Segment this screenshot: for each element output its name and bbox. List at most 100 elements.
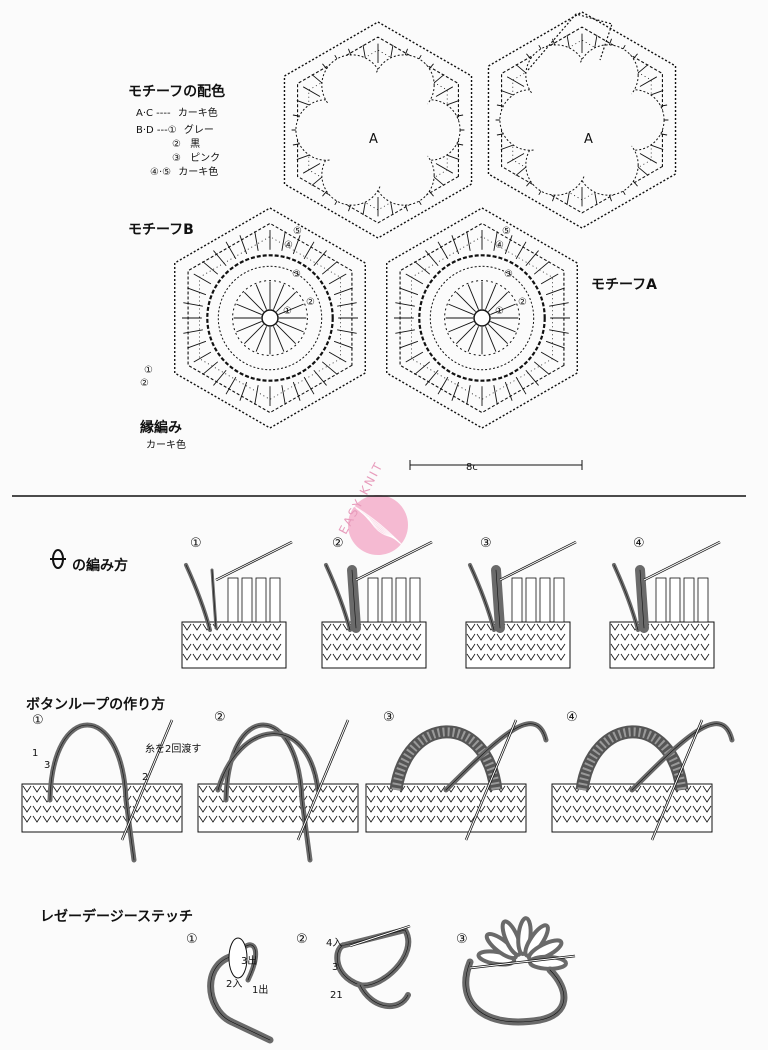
yarn-outline <box>469 564 495 631</box>
knit-stitch <box>640 653 650 661</box>
knit-stitch <box>386 815 396 823</box>
knit-stitch <box>338 815 348 823</box>
stitch-mark <box>225 241 237 260</box>
step-number: ④ <box>633 536 645 551</box>
knit-stitch <box>396 805 406 813</box>
knit-stitch <box>406 795 416 803</box>
knit-stitch <box>142 805 152 813</box>
stitch-mark <box>425 369 439 386</box>
watermark-line <box>363 513 397 540</box>
knit-stitch <box>556 653 566 661</box>
round-ring <box>206 254 334 382</box>
knit-stitch <box>258 795 268 803</box>
knit-stitch <box>592 815 602 823</box>
stitch-mark <box>493 231 498 251</box>
stitch-column <box>367 577 379 623</box>
stitch-column <box>553 577 565 623</box>
knit-stitch <box>102 805 112 813</box>
knit-stitch <box>476 623 486 631</box>
stitch-mark <box>456 324 476 344</box>
knit-stitch <box>182 633 192 641</box>
knit-stitch <box>670 623 680 631</box>
knit-stitch <box>516 643 526 651</box>
knit-stitch <box>406 785 416 793</box>
knit-stitch <box>252 653 262 661</box>
stitch-mark <box>448 321 474 333</box>
yarn-outline <box>325 564 351 631</box>
knit-stitch <box>640 643 650 651</box>
round-ring <box>232 280 308 356</box>
knit-stitch <box>352 643 362 651</box>
stitch-mark <box>187 287 207 296</box>
stitch-mark <box>337 302 357 307</box>
knit-stitch <box>42 805 52 813</box>
knit-stitch <box>222 653 232 661</box>
legend-value: ピンク <box>190 153 221 164</box>
knit-stitch <box>272 653 282 661</box>
yarn-strand <box>462 958 568 1026</box>
stitch-mark <box>467 284 479 310</box>
knit-stitch <box>526 623 536 631</box>
stitch-mark <box>437 376 449 395</box>
stitch-mark <box>493 385 498 405</box>
border-round-mark: ① <box>144 365 153 376</box>
knit-stitch <box>112 795 122 803</box>
border-color: カーキ色 <box>146 440 186 451</box>
motif-hexagon-round <box>501 26 663 214</box>
knit-stitch <box>228 795 238 803</box>
border-label: 縁編み <box>140 420 182 436</box>
knit-stitch <box>102 785 112 793</box>
knit-stitch <box>526 633 536 641</box>
knit-stitch <box>610 643 620 651</box>
stitch-mark <box>303 241 315 260</box>
knit-stitch <box>72 785 82 793</box>
stitch-mark <box>273 284 285 310</box>
knit-stitch <box>192 623 202 631</box>
knit-stitch <box>700 643 710 651</box>
legend-key: ④·⑤ <box>150 167 172 178</box>
knit-stitch <box>650 623 660 631</box>
knit-stitch <box>700 653 710 661</box>
stitch-mark <box>414 361 431 375</box>
round-mark: ① <box>495 306 504 317</box>
stitch-mark <box>545 287 565 296</box>
knit-stitch <box>82 795 92 803</box>
knit-stitch <box>152 815 162 823</box>
round-mark: ④ <box>284 240 293 251</box>
knit-stitch <box>172 795 182 803</box>
knit-stitch <box>212 633 222 641</box>
crochet-hook <box>643 541 721 581</box>
legend-row: B·D ---① グレー <box>136 121 214 136</box>
knit-stitch <box>248 815 258 823</box>
stitch-mark <box>202 261 219 275</box>
knit-stitch <box>436 815 446 823</box>
knit-stitch <box>338 805 348 813</box>
knit-stitch <box>248 785 258 793</box>
knit-stitch <box>162 805 172 813</box>
knit-stitch <box>556 633 566 641</box>
crochet-hook <box>469 955 576 969</box>
crochet-hook <box>297 719 349 841</box>
stitch-mark <box>328 351 347 363</box>
knit-stitch <box>366 795 376 803</box>
knit-stitch <box>262 623 272 631</box>
knit-stitch <box>496 643 506 651</box>
knit-stitch <box>372 643 382 651</box>
knit-stitch <box>32 805 42 813</box>
stitch-mark <box>399 340 419 349</box>
knit-stitch <box>22 795 32 803</box>
step-number: ③ <box>383 710 395 725</box>
knit-stitch <box>620 623 630 631</box>
stitch-mark <box>276 324 296 344</box>
stitch-mark <box>515 376 527 395</box>
knit-stitch <box>620 653 630 661</box>
step-number: ④ <box>566 710 578 725</box>
stitch-mark <box>225 376 237 395</box>
knit-stitch <box>252 643 262 651</box>
motif-hexagon-round <box>187 222 353 414</box>
motif-b-label: モチーフB <box>128 222 194 238</box>
step-number: ① <box>32 713 44 728</box>
knit-stitch <box>652 815 662 823</box>
knit-stitch <box>32 815 42 823</box>
knit-stitch <box>466 785 476 793</box>
